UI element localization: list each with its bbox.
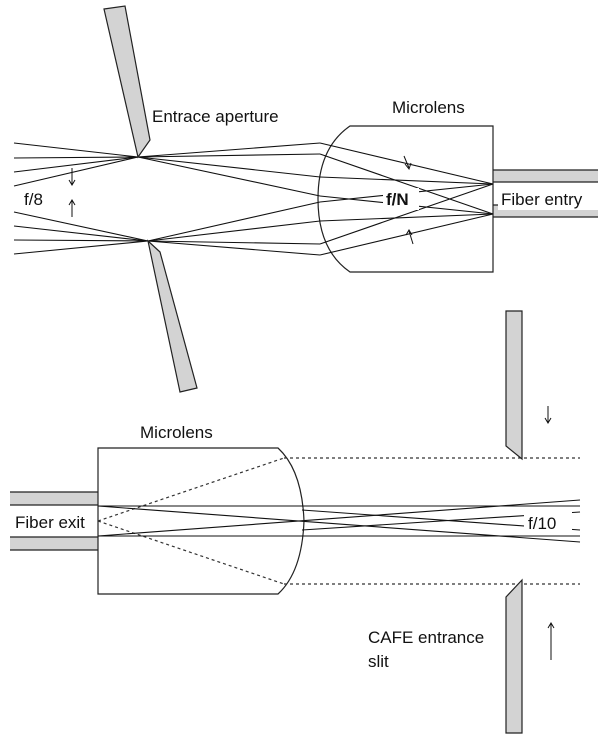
bottom-microlens-label: Microlens [140,423,213,442]
input-rays [13,142,494,256]
f10-label: f/10 [528,514,556,533]
aperture-blade-upper [103,5,151,159]
slit-jaw-upper [505,310,523,461]
top-section: Entrace aperture Microlens f/8 f/N Fiber… [13,5,600,393]
fN-marker [403,155,414,245]
output-dashed-rays [97,457,580,585]
slit-jaw-lower [505,578,523,734]
output-microlens [97,447,305,595]
fN-label-backdrop [383,188,419,210]
aperture-blade-lower [147,239,198,393]
slit-motion-arrows [544,406,555,660]
aperture-label: Entrace aperture [152,107,279,126]
f8-label: f/8 [24,190,43,209]
fN-label: f/N [386,190,409,209]
f10-label-backdrop [524,512,572,534]
slit-label-line1: CAFE entrance [368,628,484,647]
bottom-section: Microlens Fiber exit f/10 CAFE entrance … [10,310,581,734]
fiber-exit-label: Fiber exit [15,513,85,532]
slit-label-line2: slit [368,652,389,671]
fiber-exit-label-backdrop [12,510,96,534]
f8-marker [68,168,76,217]
fiber-entry-label-backdrop [498,186,600,210]
fiber-entry-label: Fiber entry [501,190,583,209]
top-microlens-label: Microlens [392,98,465,117]
